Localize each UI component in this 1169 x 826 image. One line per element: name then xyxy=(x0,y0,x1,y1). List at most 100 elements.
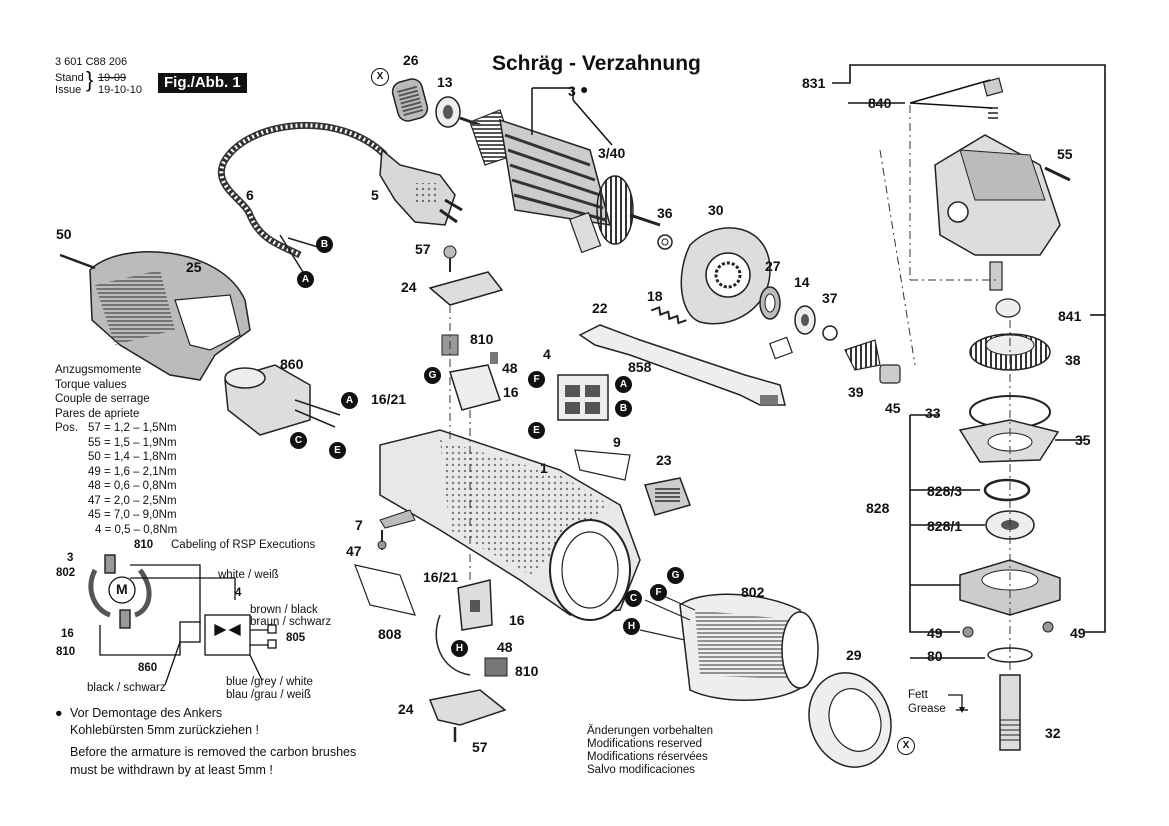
part-831: 831 xyxy=(802,75,826,91)
wiring-16: 16 xyxy=(61,628,74,640)
part-858: 858 xyxy=(628,359,652,375)
note-brush-en-1: Before the armature is removed the carbo… xyxy=(70,745,357,759)
wire-blau: blau /grau / weiß xyxy=(226,689,312,701)
torque-row: 45 = 7,0 – 9,0Nm xyxy=(88,509,177,521)
badge-a-module: A xyxy=(341,392,358,409)
part-39: 39 xyxy=(848,384,864,400)
part-841: 841 xyxy=(1058,308,1082,324)
electronic-module xyxy=(224,364,341,436)
note-brush-en-2: must be withdrawn by at least 5mm ! xyxy=(70,763,273,777)
part-13: 13 xyxy=(437,74,453,90)
torque-heading-en: Torque values xyxy=(55,378,127,391)
badge-g-field: G xyxy=(667,567,684,584)
wire-white: white / weiß xyxy=(218,569,279,581)
part-48-bottom: 48 xyxy=(497,639,513,655)
part-37: 37 xyxy=(822,290,838,306)
part-80: 80 xyxy=(927,648,943,664)
part-45: 45 xyxy=(885,400,901,416)
badge-f-holder: F xyxy=(528,371,545,388)
badge-x-bottom: X xyxy=(897,737,915,755)
note-brush-de-2: Kohlebürsten 5mm zurückziehen ! xyxy=(70,723,259,737)
mains-plug xyxy=(379,148,463,226)
torque-row: 50 = 1,4 – 1,8Nm xyxy=(88,451,177,463)
wiring-caption: Cabeling of RSP Executions xyxy=(171,539,316,551)
plate-7 xyxy=(377,509,416,550)
issue-date: 19-10-10 xyxy=(98,84,143,96)
part-9: 9 xyxy=(613,434,621,450)
part-57-top: 57 xyxy=(415,241,431,257)
grease-symbol xyxy=(948,694,968,713)
figure-label: Fig./Abb. 1 xyxy=(158,73,247,93)
badge-b-holder: B xyxy=(615,400,632,417)
part-5: 5 xyxy=(371,187,379,203)
wiring-802: 802 xyxy=(56,567,76,579)
cap-23 xyxy=(644,477,691,516)
armature-bracket xyxy=(531,87,613,146)
spring xyxy=(650,306,687,325)
grease-en: Grease xyxy=(908,703,946,715)
badge-b-cable: B xyxy=(316,236,333,253)
motor-housing xyxy=(379,429,641,621)
badge-e-holder: E xyxy=(528,422,545,439)
part-1: 1 xyxy=(540,460,548,476)
part-3-bullet: ● xyxy=(580,81,589,97)
note-brush-de-1: Vor Demontage des Ankers xyxy=(70,706,223,720)
brush-holder xyxy=(557,374,609,421)
part-16-21-bottom: 16/21 xyxy=(423,569,459,585)
field-coil xyxy=(639,589,819,701)
torque-table: Anzugsmomente Torque values Couple de se… xyxy=(55,363,177,537)
note-bullet: ● xyxy=(55,706,63,720)
part-47: 47 xyxy=(346,543,362,559)
part-24-top: 24 xyxy=(401,279,417,295)
wiring-3: 3 xyxy=(67,552,74,564)
wiring-810-bottom: 810 xyxy=(56,646,76,658)
mods-fr: Modifications réservées xyxy=(587,751,708,763)
part-4: 4 xyxy=(543,346,551,362)
torque-row: 4 = 0,5 – 0,8Nm xyxy=(95,523,178,536)
wiring-860: 860 xyxy=(138,662,158,674)
part-828-3: 828/3 xyxy=(927,483,963,499)
part-828-1: 828/1 xyxy=(927,518,963,534)
torque-heading-es: Pares de apriete xyxy=(55,407,140,420)
part-16-bottom: 16 xyxy=(509,612,525,628)
air-guide-ring xyxy=(808,672,892,768)
torque-pos-label: Pos. xyxy=(55,422,79,434)
part-24-bottom: 24 xyxy=(398,701,414,717)
grease-de: Fett xyxy=(908,689,928,701)
part-50: 50 xyxy=(56,226,72,242)
part-3-40: 3/40 xyxy=(598,145,626,161)
part-49-right: 49 xyxy=(1070,625,1086,641)
badge-a-holder: A xyxy=(615,376,632,393)
part-18: 18 xyxy=(647,288,663,304)
part-16-21-top: 16/21 xyxy=(371,391,407,407)
torque-row: 57 = 1,2 – 1,5Nm xyxy=(88,422,177,434)
badge-a-cable: A xyxy=(297,271,314,288)
badge-c-module: C xyxy=(290,432,307,449)
power-cable xyxy=(217,121,388,273)
wiring-4: 4 xyxy=(235,587,242,599)
badge-c-field: C xyxy=(625,590,642,607)
part-16-top: 16 xyxy=(503,384,519,400)
part-48-top: 48 xyxy=(502,360,518,376)
torque-row: 55 = 1,5 – 1,9Nm xyxy=(88,436,177,449)
switch-lower xyxy=(428,579,508,742)
gear-head-housing xyxy=(934,77,1071,318)
stand-date: 19-09 xyxy=(98,72,127,84)
badge-x-top: X xyxy=(371,68,389,86)
motor-symbol: M xyxy=(116,581,128,597)
brace: } xyxy=(86,67,94,92)
badge-e-module: E xyxy=(329,442,346,459)
switch-upper xyxy=(428,245,504,411)
part-808: 808 xyxy=(378,626,402,642)
wiring-805: 805 xyxy=(286,632,306,644)
part-30: 30 xyxy=(708,202,724,218)
wire-braun: braun / schwarz xyxy=(250,616,332,628)
wire-brown: brown / black xyxy=(250,604,318,616)
diagram-title: Schräg - Verzahnung xyxy=(492,52,701,75)
part-23: 23 xyxy=(656,452,672,468)
part-35: 35 xyxy=(1075,432,1091,448)
part-55: 55 xyxy=(1057,146,1073,162)
part-7: 7 xyxy=(355,517,363,533)
part-57-bottom: 57 xyxy=(472,739,488,755)
